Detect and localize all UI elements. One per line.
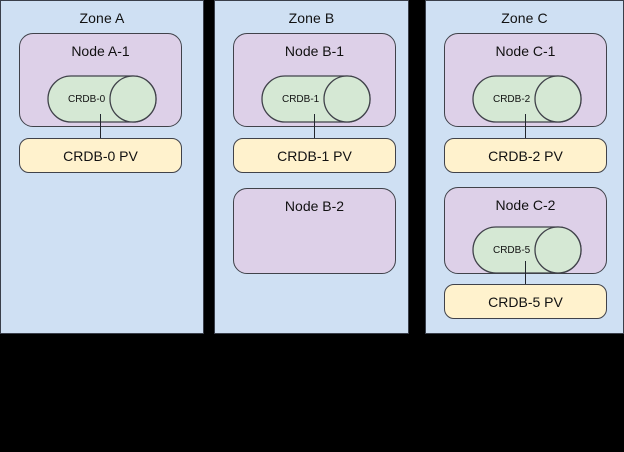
node-a-1-title: Node A-1 (71, 43, 130, 59)
pv-crdb-5-label: CRDB-5 PV (488, 293, 563, 310)
database-cylinder-crdb-2: CRDB-2 (472, 75, 582, 123)
database-cylinder-crdb-1: CRDB-1 (261, 75, 371, 123)
node-b-1-title: Node B-1 (284, 43, 345, 59)
node-b-1: Node B-1 CRDB-1 (233, 33, 396, 127)
database-cylinder-crdb-0: CRDB-0 (47, 75, 157, 123)
connector-node-a-1-to-crdb-0-pv (100, 114, 101, 139)
pv-crdb-1-label: CRDB-1 PV (277, 147, 352, 164)
node-c-2-title: Node C-2 (495, 197, 556, 213)
pv-crdb-0-label: CRDB-0 PV (63, 147, 138, 164)
pv-crdb-5: CRDB-5 PV (444, 284, 607, 319)
pv-crdb-1: CRDB-1 PV (233, 138, 396, 173)
zone-a: Zone A Node A-1 CRDB-0 CRDB-0 PV (0, 0, 204, 334)
zone-c-title: Zone C (501, 10, 548, 26)
pv-crdb-2: CRDB-2 PV (444, 138, 607, 173)
pv-crdb-0: CRDB-0 PV (19, 138, 182, 173)
zone-c: Zone C Node C-1 CRDB-2 CRDB-2 PV Node C-… (425, 0, 624, 334)
node-b-2-title: Node B-2 (284, 198, 345, 214)
node-a-1: Node A-1 CRDB-0 (19, 33, 182, 127)
zone-b: Zone B Node B-1 CRDB-1 CRDB-1 PV Node B-… (214, 0, 409, 334)
connector-node-b-1-to-crdb-1-pv (314, 114, 315, 139)
zone-b-title: Zone B (288, 10, 335, 26)
node-b-2: Node B-2 (233, 188, 396, 274)
zone-a-title: Zone A (79, 10, 125, 26)
node-c-1: Node C-1 CRDB-2 (444, 33, 607, 127)
node-c-1-title: Node C-1 (495, 43, 556, 59)
connector-node-c-1-to-crdb-2-pv (525, 114, 526, 139)
pv-crdb-2-label: CRDB-2 PV (488, 147, 563, 164)
database-cylinder-crdb-5: CRDB-5 (472, 226, 582, 274)
connector-node-c-2-to-crdb-5-pv (525, 261, 526, 285)
